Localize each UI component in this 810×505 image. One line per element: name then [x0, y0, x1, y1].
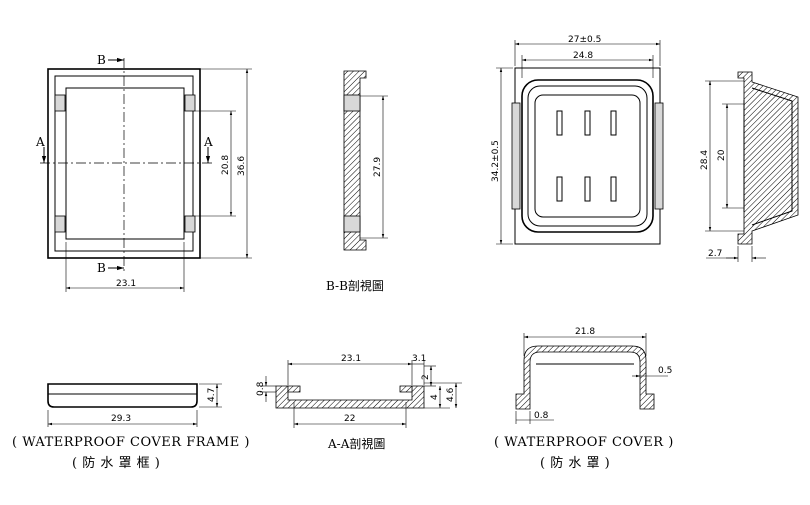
dim-27-05: 27±0.5 [568, 35, 601, 45]
dim-2-7: 2.7 [708, 249, 722, 259]
frame-side-view [47, 383, 222, 427]
dim-27-9: 27.9 [373, 157, 383, 177]
aa-section-title: A-A剖視圖 [327, 436, 385, 451]
frame-caption-en: ( WATERPROOF COVER FRAME ) [12, 435, 250, 450]
dim-34-2: 34.2±0.5 [491, 140, 501, 182]
cover-caption-en: ( WATERPROOF COVER ) [494, 435, 674, 450]
dim-23-1-section: 23.1 [341, 354, 361, 364]
dim-3-1: 3.1 [412, 354, 426, 364]
frame-caption-zh: ( 防 水 罩 框 ) [72, 455, 160, 471]
bb-section-title: B-B剖視圖 [326, 278, 384, 293]
dim-20: 20 [717, 149, 727, 161]
cover-caption-zh: ( 防 水 罩 ) [540, 455, 610, 471]
dim-4: 4 [430, 394, 440, 400]
dim-21-8: 21.8 [575, 327, 595, 337]
aa-section-view [260, 360, 462, 428]
cover-top-view [496, 40, 664, 245]
frame-top-view [40, 57, 252, 292]
dim-22: 22 [344, 414, 355, 424]
cover-section-view [515, 333, 668, 424]
dim-23-1-top: 23.1 [116, 279, 136, 289]
section-mark-a-right: A [203, 135, 213, 149]
section-mark-b-bottom: B [97, 261, 106, 275]
dim-20-8: 20.8 [221, 155, 231, 175]
dim-4-6: 4.6 [446, 387, 456, 402]
dim-0-5: 0.5 [658, 366, 672, 376]
bb-section-view [343, 70, 388, 251]
dim-0-8-bottom: 0.8 [534, 411, 549, 421]
dim-28-4: 28.4 [700, 150, 710, 170]
cover-side-view [705, 71, 799, 262]
section-mark-b-top: B [97, 53, 106, 67]
dim-24-8: 24.8 [573, 51, 593, 61]
section-mark-a-left: A [35, 135, 45, 149]
dim-36-6: 36.6 [237, 156, 247, 176]
dim-0-8-left: 0.8 [256, 381, 266, 396]
dim-4-7: 4.7 [207, 388, 217, 402]
dim-29-3: 29.3 [111, 414, 131, 424]
dim-2: 2 [421, 374, 431, 380]
